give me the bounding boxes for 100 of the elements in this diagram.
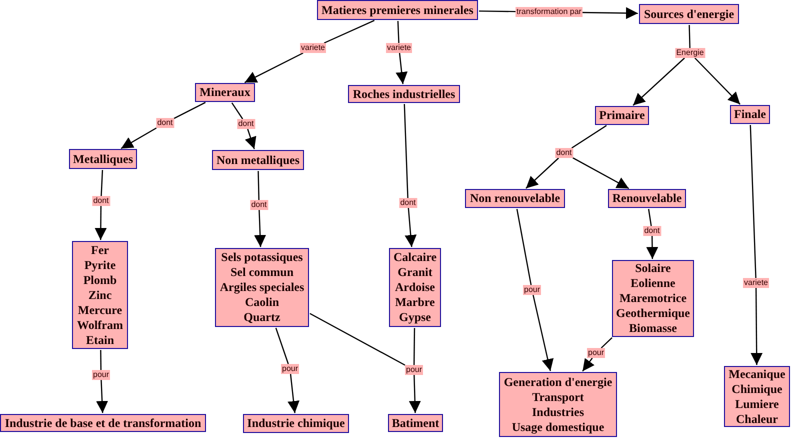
linking-phrase: pour	[92, 370, 110, 380]
linking-phrase: variete	[300, 43, 326, 53]
linking-phrase: pour	[523, 285, 541, 295]
connector-line	[100, 170, 104, 196]
connector-line	[275, 328, 289, 364]
connector-line	[413, 328, 416, 365]
arrow	[532, 294, 554, 372]
linking-phrase: dont	[237, 119, 255, 129]
concept-box	[69, 149, 137, 169]
arrow	[396, 52, 408, 84]
concept-label: Primaire	[599, 108, 645, 123]
arrow	[750, 288, 763, 365]
arrow	[96, 380, 108, 414]
concept-box	[612, 260, 694, 337]
concept-label: Batiment	[392, 416, 440, 430]
linking-phrase: dont	[399, 198, 417, 208]
concept-box	[317, 0, 478, 20]
arrow	[572, 157, 630, 190]
linking-phrase: transformation par	[516, 7, 582, 17]
connector-line	[324, 20, 375, 44]
arrow	[120, 127, 157, 150]
concept-box	[595, 106, 649, 125]
concept-label: Renouvelable	[612, 191, 682, 206]
concept-label: Chimique	[732, 382, 782, 396]
arrow	[94, 206, 107, 240]
linking-phrase: dont	[250, 200, 268, 210]
arrow	[288, 374, 300, 414]
linking-phrase: dont	[555, 148, 573, 158]
concept-label: Usage domestique	[512, 420, 604, 434]
connector-line	[310, 312, 406, 366]
concept-box	[465, 189, 565, 208]
concept-box	[388, 414, 443, 432]
concept-label: Roches industrielles	[352, 86, 456, 102]
linking-phrase: pour	[281, 364, 299, 374]
connector-line	[258, 170, 260, 200]
concept-label: Maremotrice	[619, 291, 687, 306]
arrow	[582, 358, 595, 372]
connector-line	[479, 10, 516, 12]
concept-label: Fer	[91, 242, 109, 258]
concept-label: Eolienne	[630, 276, 676, 291]
linking-phrase: dont	[92, 196, 110, 206]
concept-label: Industrie chimique	[247, 416, 345, 431]
concept-label: Non metalliques	[216, 152, 300, 168]
concept-label: Metalliques	[73, 152, 133, 166]
linking-phrase: pour	[587, 348, 605, 358]
concept-box	[724, 366, 790, 427]
arrow	[408, 374, 421, 414]
concept-label: Mecanique	[728, 366, 786, 382]
concept-label: Mercure	[78, 302, 122, 318]
concept-label: Industrie de base et de transformation	[4, 416, 202, 430]
connector-line	[600, 337, 612, 348]
connector-line	[571, 125, 607, 148]
arrow	[646, 236, 658, 259]
concept-box	[215, 248, 309, 327]
concept-label: Chaleur	[736, 412, 778, 426]
connector-line	[688, 24, 690, 48]
concept-label: Sels potassiques	[221, 250, 303, 265]
linking-phrase: dont	[643, 226, 661, 236]
concept-label: Finale	[734, 107, 766, 122]
concept-label: Sources d'energie	[644, 6, 734, 22]
concept-label: Calcaire	[393, 250, 437, 265]
arrow	[244, 52, 304, 84]
concept-box	[730, 105, 770, 124]
concept-label: Quartz	[244, 310, 280, 325]
linking-phrase: variete	[743, 278, 769, 288]
concept-label: Sel commun	[230, 265, 294, 280]
concept-label: Ardoise	[395, 280, 435, 295]
connector-line	[404, 104, 408, 198]
arrow	[254, 210, 266, 248]
concept-box	[243, 414, 349, 433]
concept-label: Argiles speciales	[220, 280, 304, 295]
connector-line	[397, 20, 400, 44]
concept-label: Industries	[532, 404, 584, 420]
arrow	[526, 158, 560, 189]
concept-label: Transport	[532, 390, 584, 404]
connector-line	[750, 124, 756, 278]
concept-label: Marbre	[395, 295, 435, 310]
connector-line	[516, 208, 532, 286]
concept-label: Etain	[86, 332, 114, 348]
concept-label: Pyrite	[84, 258, 116, 272]
connector-line	[100, 350, 102, 370]
concept-label: Granit	[398, 265, 432, 280]
concept-box	[212, 150, 304, 170]
concept-box	[72, 241, 128, 349]
concept-label: Caolin	[244, 295, 279, 310]
concept-label: Solaire	[635, 261, 671, 276]
concept-box	[195, 83, 255, 102]
concept-box	[639, 4, 739, 24]
concept-box	[348, 85, 460, 103]
concept-label: Mineraux	[200, 85, 250, 100]
linking-phrase: pour	[405, 365, 423, 375]
linking-phrase: variete	[386, 43, 412, 53]
concept-label: Zinc	[88, 288, 112, 302]
concept-label: Plomb	[83, 272, 117, 288]
concept-label: Biomasse	[629, 321, 677, 336]
arrow	[244, 128, 256, 150]
linking-phrase: Energie	[675, 48, 705, 58]
concept-label: Geothermique	[616, 306, 690, 321]
arrow	[582, 7, 638, 20]
arrow	[404, 208, 417, 248]
